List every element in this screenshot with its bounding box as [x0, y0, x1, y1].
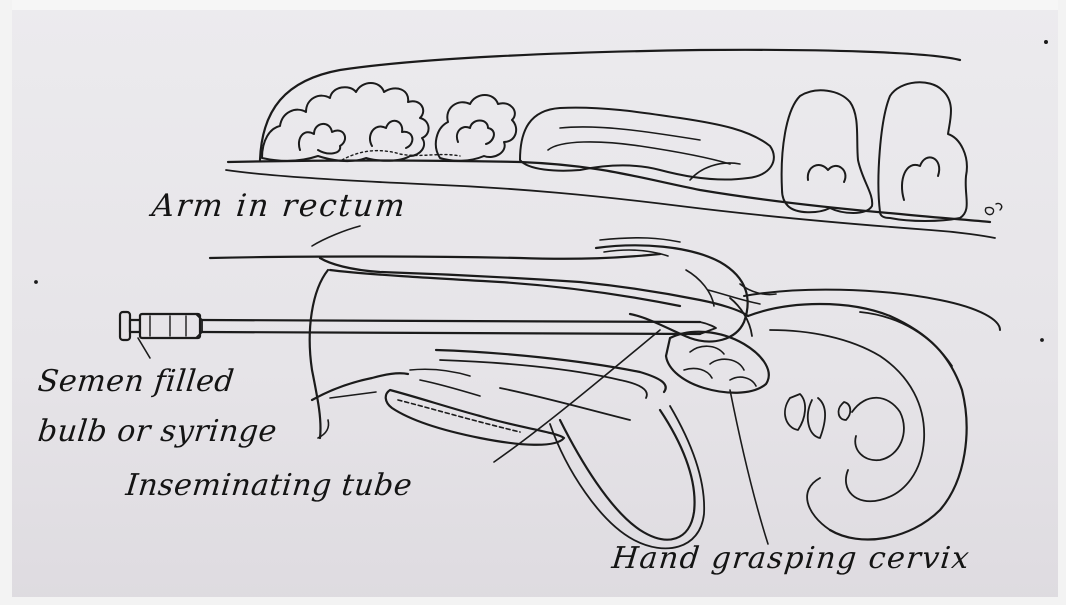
label-arm-in-rectum: Arm in rectum [150, 188, 408, 224]
inseminating-tube [202, 320, 716, 334]
label-semen-line2: bulb or syringe [36, 414, 279, 449]
reproductive-tract [744, 290, 1000, 540]
syringe [120, 312, 202, 340]
label-semen-line1: Semen filled [36, 364, 236, 399]
cervix-and-hand [666, 284, 776, 393]
ligament-loop [500, 388, 704, 548]
label-inseminating-tube: Inseminating tube [124, 468, 414, 503]
label-hand-grasping-cervix: Hand grasping cervix [610, 541, 972, 576]
pelvic-region [310, 270, 666, 445]
rectum-and-arm [210, 226, 748, 341]
